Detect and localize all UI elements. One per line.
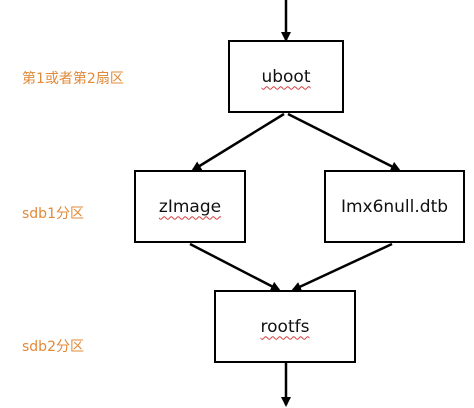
box-uboot-label: uboot [261, 66, 311, 87]
arrow-zimage-to-rootfs [189, 242, 281, 292]
arrow-uboot-to-dtb [287, 112, 401, 172]
label-partition-1-2: 第1或者第2扇区 [22, 71, 124, 87]
arrow-dtb-to-rootfs [291, 242, 393, 292]
box-zimage-label: zImage [158, 196, 222, 217]
arrow-uboot-to-zimage [191, 112, 285, 172]
box-zimage: zImage [134, 170, 246, 243]
box-dtb-label: Imx6null.dtb [340, 196, 449, 217]
label-sdb1: sdb1分区 [22, 206, 84, 222]
label-sdb2: sdb2分区 [22, 339, 84, 355]
box-dtb: Imx6null.dtb [324, 170, 465, 243]
box-rootfs: rootfs [214, 290, 356, 363]
box-rootfs-label: rootfs [260, 316, 310, 337]
box-uboot: uboot [228, 40, 344, 113]
